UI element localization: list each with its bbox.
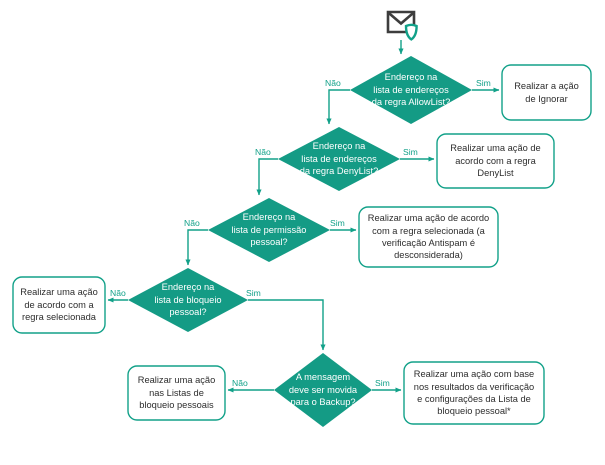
decision-d5-shape[interactable] — [274, 353, 372, 427]
action-a6-shape[interactable] — [403, 361, 545, 425]
edge-d2-no — [256, 158, 278, 196]
action-a5-shape[interactable] — [127, 365, 226, 421]
edge-label-d1-yes: Sim — [476, 78, 491, 88]
decision-d3-shape[interactable] — [208, 198, 330, 262]
action-a1-shape[interactable] — [501, 64, 592, 121]
edge-label-d2-no: Não — [255, 147, 271, 157]
decision-d1-shape[interactable] — [350, 56, 472, 124]
action-a4-shape[interactable] — [12, 276, 106, 334]
edge-d4-yes — [248, 299, 326, 351]
edge-label-d4-no: Não — [110, 288, 126, 298]
edge-label-d5-no: Não — [232, 378, 248, 388]
edge-label-d2-yes: Sim — [403, 147, 418, 157]
edge-label-d4-yes: Sim — [246, 288, 261, 298]
edge-d3-no — [185, 229, 208, 266]
edge-label-d5-yes: Sim — [375, 378, 390, 388]
email-shield-icon — [386, 10, 418, 41]
edge-d1-no — [326, 89, 350, 125]
edge-label-d3-yes: Sim — [330, 218, 345, 228]
edge-label-d3-no: Não — [184, 218, 200, 228]
action-a3-shape[interactable] — [358, 206, 499, 268]
decision-d4-shape[interactable] — [128, 268, 248, 332]
edge-label-d1-no: Não — [325, 78, 341, 88]
decision-d2-shape[interactable] — [278, 127, 400, 191]
action-a2-shape[interactable] — [436, 133, 555, 189]
